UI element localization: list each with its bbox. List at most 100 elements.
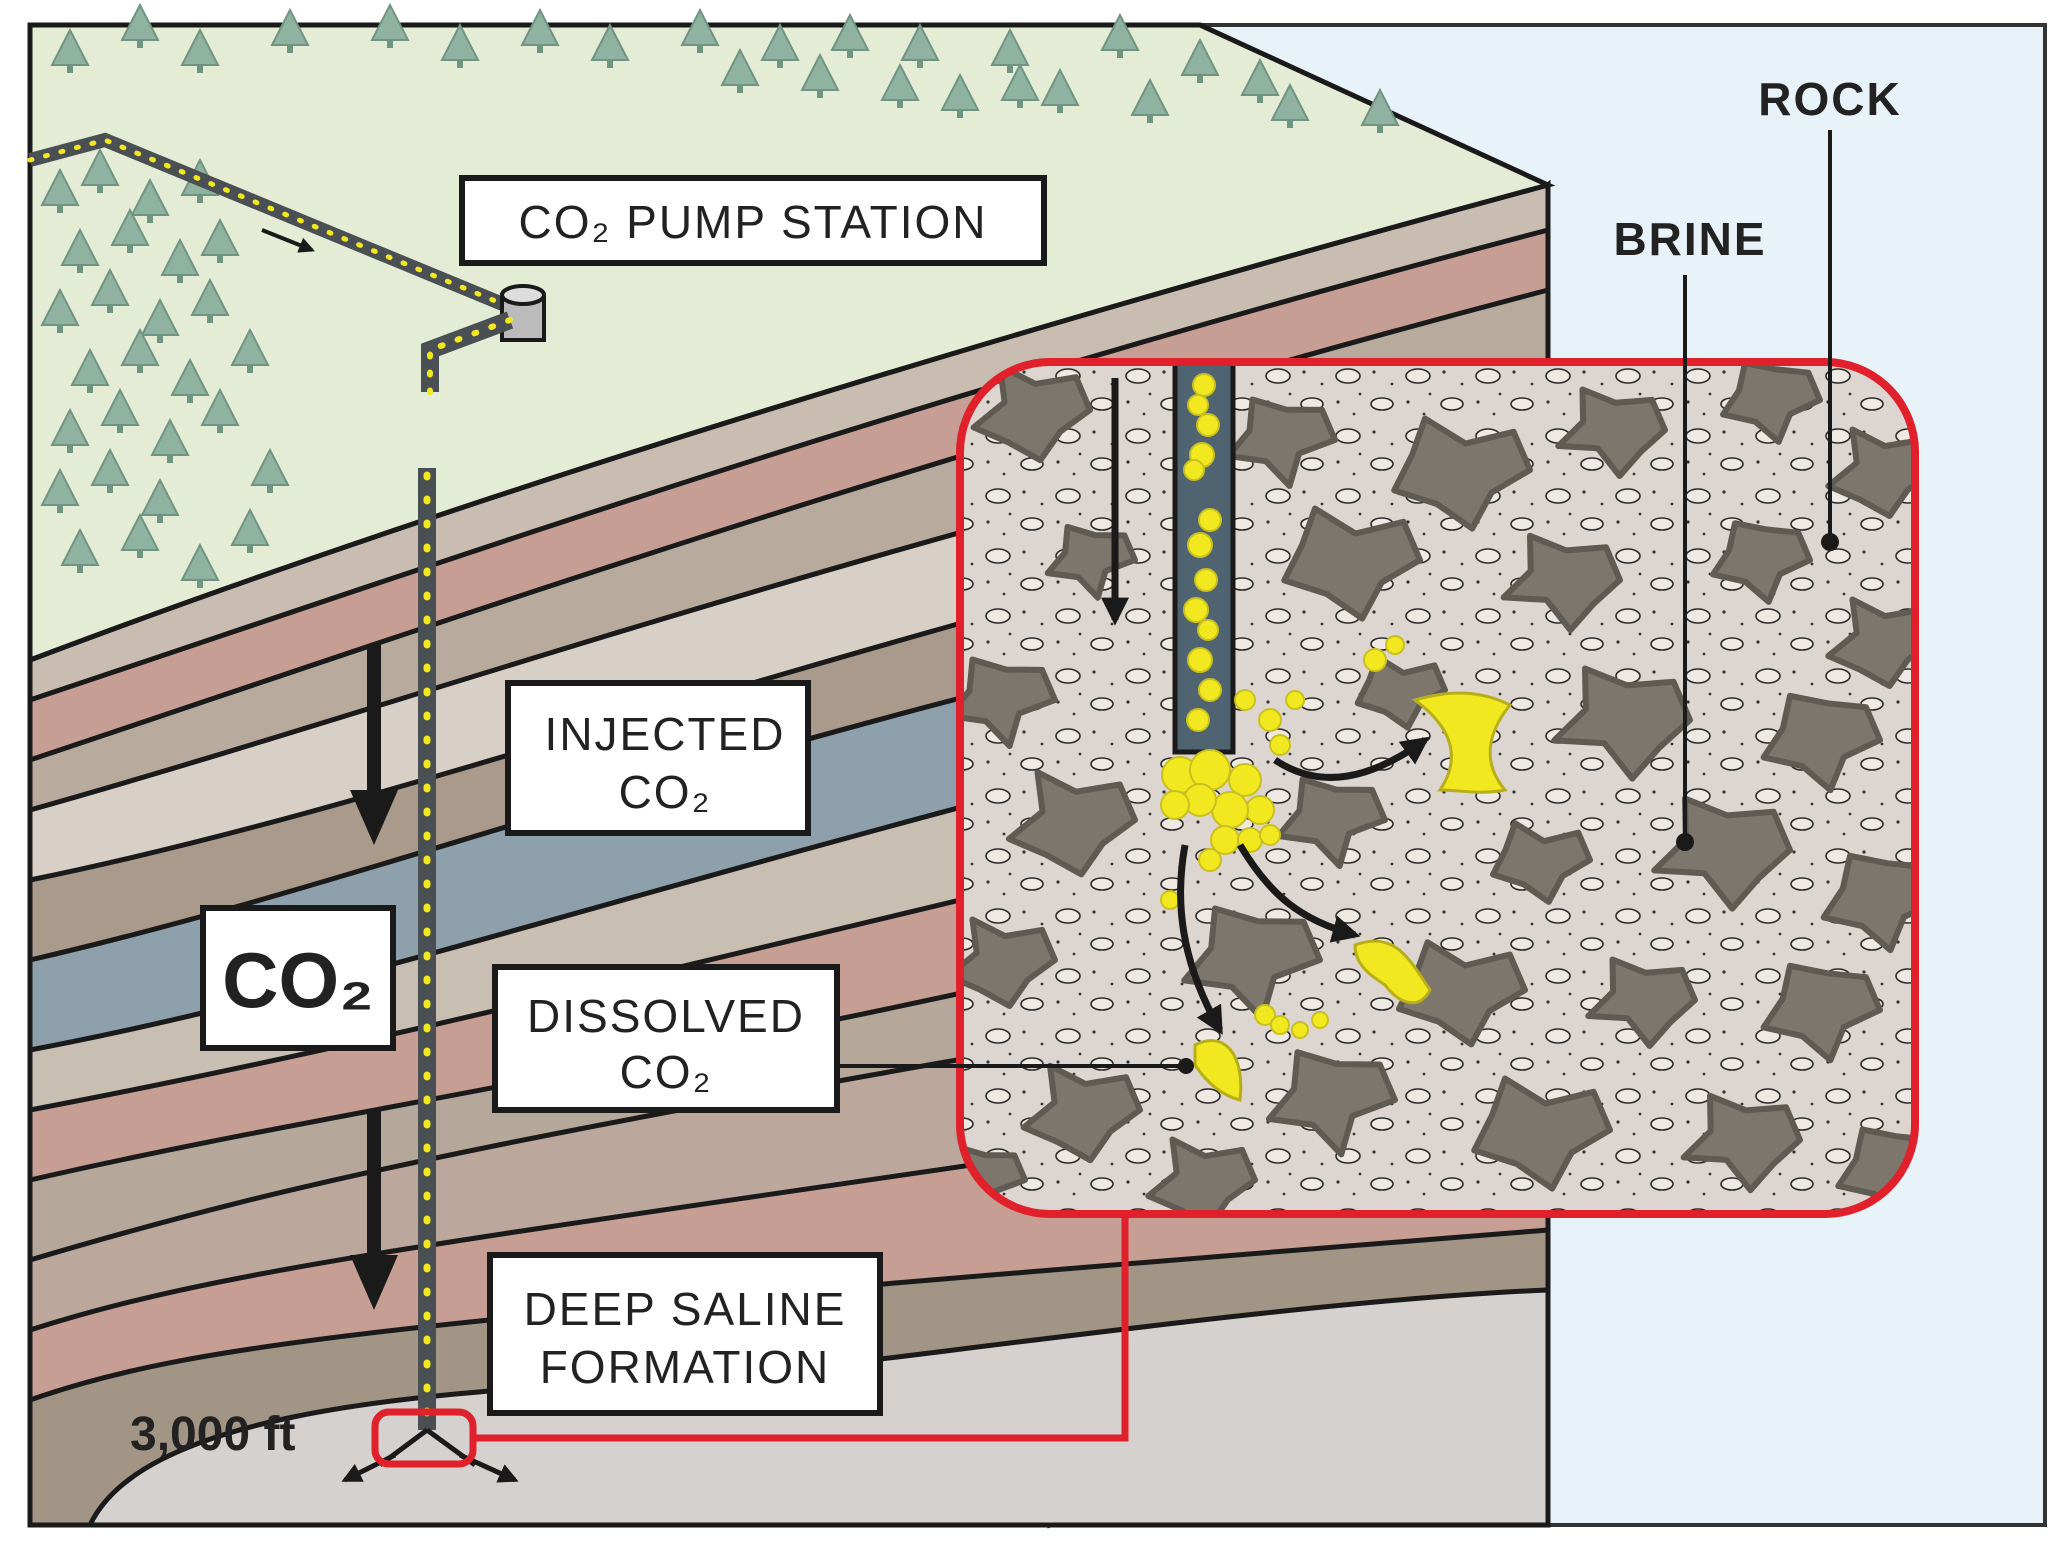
tree-trunk bbox=[157, 335, 163, 343]
co2-bubble bbox=[1198, 508, 1222, 532]
tree-trunk bbox=[177, 275, 183, 283]
co2-bubble bbox=[1245, 795, 1275, 825]
brine-pore bbox=[1825, 426, 1915, 519]
tree-trunk bbox=[157, 515, 163, 523]
tree-trunk bbox=[1287, 120, 1293, 128]
tree-trunk bbox=[167, 455, 173, 463]
injected-co2-label-2: CO₂ bbox=[619, 766, 712, 818]
brine-pore bbox=[1281, 505, 1423, 622]
dissolved-co2-label-2: CO₂ bbox=[620, 1046, 713, 1098]
tree-trunk bbox=[1007, 65, 1013, 73]
tree-trunk bbox=[387, 40, 393, 48]
tree-trunk bbox=[247, 365, 253, 373]
co2-bubble bbox=[1211, 791, 1249, 829]
tree-trunk bbox=[247, 545, 253, 553]
co2-bubble bbox=[1258, 708, 1282, 732]
brine-pore bbox=[1585, 956, 1698, 1049]
brine-pore bbox=[1391, 415, 1533, 532]
co2-bubble bbox=[1270, 1015, 1290, 1035]
brine-pore bbox=[970, 362, 1093, 464]
tree-trunk bbox=[817, 90, 823, 98]
tree-trunk bbox=[1377, 125, 1383, 133]
tree-trunk bbox=[77, 265, 83, 273]
injected-co2-box bbox=[505, 680, 811, 836]
brine-pore bbox=[1710, 520, 1813, 605]
depth-label: 3,000 ft bbox=[130, 1408, 295, 1461]
co2-big-box bbox=[200, 905, 396, 1051]
tree-trunk bbox=[737, 85, 743, 93]
co2-bubble bbox=[1160, 790, 1190, 820]
co2-bubble bbox=[1196, 413, 1220, 437]
co2-bubble bbox=[1187, 394, 1209, 416]
tree-trunk bbox=[197, 580, 203, 588]
tree-trunk bbox=[147, 215, 153, 223]
tree-trunk bbox=[457, 60, 463, 68]
tree-trunk bbox=[1057, 105, 1063, 113]
tree-trunk bbox=[1017, 100, 1023, 108]
brine-pore bbox=[1760, 692, 1883, 794]
brine-pore bbox=[1490, 820, 1593, 905]
brine-pore bbox=[1500, 532, 1623, 634]
tree-trunk bbox=[267, 485, 273, 493]
dissolved-co2-box bbox=[492, 964, 840, 1113]
tree-trunk bbox=[77, 565, 83, 573]
ground-surface bbox=[27, 22, 1556, 664]
tree-trunk bbox=[107, 485, 113, 493]
brine-pore bbox=[1275, 776, 1388, 869]
co2-bubble bbox=[1363, 648, 1387, 672]
tree-trunk bbox=[137, 40, 143, 48]
brine-pore bbox=[1225, 396, 1338, 489]
co2-bubble bbox=[1234, 689, 1256, 711]
injected-co2-label-1: INJECTED bbox=[545, 708, 786, 760]
brine-label: BRINE bbox=[1613, 213, 1766, 265]
brine-pore bbox=[1005, 769, 1138, 878]
tree-trunk bbox=[1117, 50, 1123, 58]
tree-trunk bbox=[207, 315, 213, 323]
deep-saline-box bbox=[487, 1252, 883, 1416]
tree-trunk bbox=[897, 100, 903, 108]
tree-trunk bbox=[217, 255, 223, 263]
tree-trunk bbox=[847, 50, 853, 58]
tree-trunk bbox=[87, 385, 93, 393]
co2-bubble bbox=[1187, 647, 1213, 673]
pipeline bbox=[27, 132, 508, 312]
tree-trunk bbox=[537, 45, 543, 53]
co2-bubble bbox=[1194, 568, 1218, 592]
co2-bubble bbox=[1259, 824, 1281, 846]
co2-bubble bbox=[1311, 1011, 1329, 1029]
brine-pointer bbox=[1676, 833, 1694, 851]
deep-saline-label-1: DEEP SALINE bbox=[524, 1283, 847, 1335]
co2-bubbles bbox=[1160, 373, 1405, 1039]
co2-bubble bbox=[1269, 734, 1291, 756]
tree-trunk bbox=[67, 65, 73, 73]
inset-zoom-view bbox=[956, 358, 1919, 1218]
tree-trunk bbox=[127, 245, 133, 253]
brine-pore bbox=[960, 656, 1058, 749]
tree-trunk bbox=[57, 205, 63, 213]
co2-bubble bbox=[1197, 619, 1219, 641]
co2-bubble bbox=[1160, 890, 1180, 910]
tree-trunk bbox=[137, 365, 143, 373]
brine-pore bbox=[1354, 653, 1448, 731]
brine-pore bbox=[1471, 1075, 1613, 1192]
downward-arrows bbox=[350, 645, 398, 1310]
tree-trunk bbox=[287, 45, 293, 53]
rock-label: ROCK bbox=[1758, 73, 1901, 125]
co2-bubble bbox=[1198, 848, 1222, 872]
brine-pore bbox=[1181, 905, 1323, 1022]
co2-bubble bbox=[1291, 1021, 1309, 1039]
co2-bubble bbox=[1254, 1004, 1276, 1026]
pump-station-label: CO₂ PUMP STATION bbox=[519, 196, 988, 248]
tree-trunk bbox=[697, 45, 703, 53]
brine-pore bbox=[1555, 386, 1668, 479]
forest bbox=[40, 2, 1400, 588]
tree-trunk bbox=[187, 395, 193, 403]
pump-station-box bbox=[459, 175, 1047, 266]
brine-pore bbox=[1825, 596, 1915, 689]
tree-trunk bbox=[607, 60, 613, 68]
tree-trunk bbox=[117, 425, 123, 433]
brine-pore bbox=[1020, 1062, 1143, 1164]
deep-saline-label-2: FORMATION bbox=[540, 1341, 831, 1393]
co2-big-label: CO₂ bbox=[222, 936, 374, 1024]
